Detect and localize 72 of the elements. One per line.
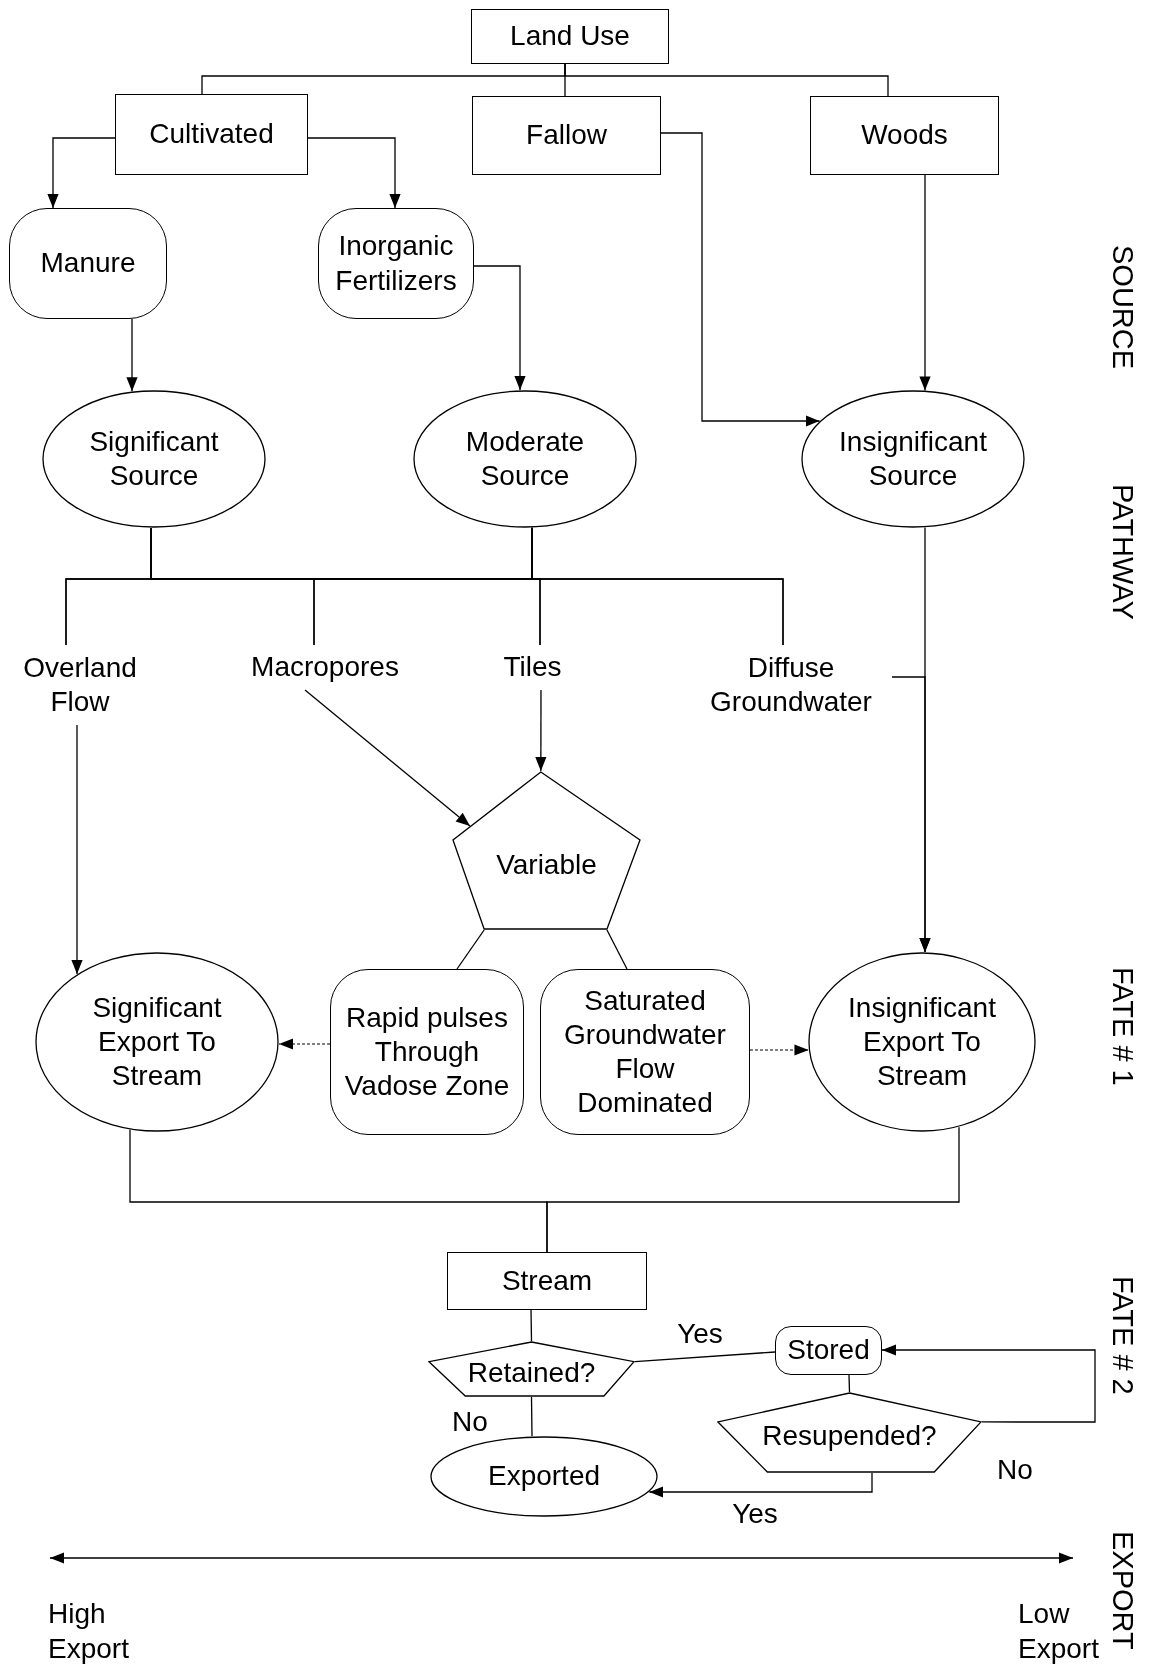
node-text: Land Use (510, 19, 630, 54)
ellipse-node (808, 952, 1036, 1132)
node-text: Moderate Source (464, 424, 586, 493)
connector-line (634, 1351, 776, 1363)
decision-shape (717, 1392, 982, 1473)
node-text: Saturated Groundwater Flow Dominated (563, 983, 727, 1121)
pentagon-node (452, 771, 641, 930)
node-text: Manure (40, 246, 136, 281)
connector-line (564, 63, 889, 97)
section-label: EXPORT (1108, 1531, 1137, 1650)
arrow (535, 689, 547, 772)
process-box (115, 94, 308, 175)
connector-line (848, 1374, 851, 1393)
ellipse-node (801, 390, 1025, 528)
ellipse-node (413, 390, 637, 528)
process-box (810, 96, 999, 175)
arrow (304, 689, 471, 827)
section-label: SOURCE (1108, 245, 1137, 370)
section-label: FATE # 1 (1108, 967, 1137, 1086)
decision-shape (428, 1341, 635, 1397)
connector-line (606, 929, 628, 970)
arrow (660, 132, 821, 427)
connector-line (456, 929, 485, 970)
arrow (648, 1472, 873, 1498)
pathway-label: Tiles (503, 650, 562, 685)
process-box (447, 1252, 647, 1310)
arrow (47, 137, 116, 209)
arrow (919, 526, 931, 953)
pathway-label: Diffuse Groundwater (709, 650, 873, 719)
node-text: Stream (501, 1263, 593, 1298)
node-text: Significant Export To Stream (91, 990, 223, 1094)
pathway-label: Overland Flow (22, 650, 138, 719)
arrow (71, 724, 83, 975)
rounded-box (9, 208, 167, 319)
scale-label: High Export (48, 1597, 130, 1666)
arrow (881, 1344, 1096, 1423)
node-text: Significant Source (88, 424, 220, 493)
process-box (471, 9, 669, 64)
scale-label: Low Export (1018, 1597, 1100, 1666)
ellipse-node (35, 952, 279, 1132)
arrow (278, 1038, 331, 1050)
pathway-label: Macropores (251, 650, 399, 685)
process-box (472, 96, 661, 175)
node-text: Fallow (526, 118, 607, 153)
node-text: Cultivated (149, 117, 274, 152)
node-text: Retained? (467, 1355, 596, 1390)
section-label: FATE # 2 (1108, 1276, 1137, 1395)
arrow (307, 137, 401, 209)
rounded-box (540, 969, 750, 1135)
arrow (919, 174, 931, 392)
connector-line (546, 1126, 960, 1253)
node-text: Inorganic Fertilizers (334, 229, 458, 298)
ellipse-node (42, 390, 266, 528)
node-text: Rapid pulses Through Vadose Zone (343, 1000, 511, 1104)
node-text: Variable (496, 848, 597, 883)
rounded-box (775, 1326, 882, 1375)
node-text: Stored (787, 1333, 870, 1368)
connector-line (531, 527, 784, 646)
arrow (473, 265, 526, 391)
arrow (749, 1044, 810, 1056)
connector-line (530, 1396, 533, 1437)
section-label: PATHWAY (1108, 484, 1137, 620)
arrow (126, 318, 138, 392)
connector-line (530, 1309, 533, 1342)
node-text: Insignificant Export To Stream (847, 990, 997, 1094)
node-text: Resupended? (762, 1419, 937, 1454)
node-text: Insignificant Source (838, 424, 988, 493)
node-text: Exported (487, 1459, 601, 1494)
node-text: Woods (861, 118, 948, 153)
rounded-box (330, 969, 524, 1135)
rounded-box (318, 208, 474, 319)
ellipse-node (430, 1436, 658, 1517)
